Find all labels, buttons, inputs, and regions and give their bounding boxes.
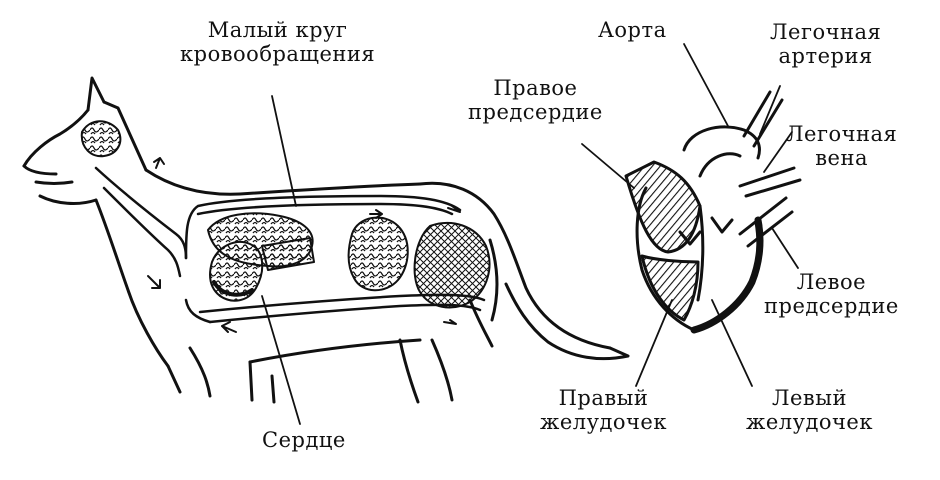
label-right-atrium-line2: предсердие	[468, 100, 603, 124]
label-left-atrium: Левое предсердие	[764, 270, 899, 318]
enlarged-heart	[624, 90, 802, 334]
label-pulmonary-vein: Легочная вена	[786, 122, 897, 170]
label-pulmonary-circulation-line2: кровообращения	[180, 42, 376, 66]
label-pulmonary-artery-line2: артерия	[778, 44, 873, 68]
label-right-ventricle-line2: желудочек	[540, 410, 667, 434]
label-pulmonary-vein-line1: Легочная	[786, 122, 898, 146]
label-heart: Сердце	[262, 428, 346, 452]
label-left-ventricle: Левый желудочек	[746, 386, 873, 434]
label-left-atrium-line1: Левое	[796, 270, 867, 294]
label-aorta: Аорта	[598, 18, 667, 42]
leader-lines	[261, 43, 799, 425]
label-right-atrium: Правое предсердие	[468, 76, 603, 124]
label-pulmonary-circulation: Малый круг кровообращения	[180, 18, 375, 66]
dog-outline	[22, 76, 630, 404]
label-pulmonary-artery-line1: Легочная	[770, 20, 882, 44]
label-right-atrium-line1: Правое	[493, 76, 578, 100]
label-left-ventricle-line2: желудочек	[746, 410, 873, 434]
label-pulmonary-vein-line2: вена	[815, 146, 869, 170]
label-right-ventricle: Правый желудочек	[540, 386, 667, 434]
label-left-ventricle-line1: Левый	[771, 386, 847, 410]
label-left-atrium-line2: предсердие	[764, 294, 899, 318]
label-right-ventricle-line1: Правый	[558, 386, 649, 410]
dog-organs	[80, 120, 491, 333]
label-pulmonary-circulation-line1: Малый круг	[207, 18, 348, 42]
label-pulmonary-artery: Легочная артерия	[770, 20, 881, 68]
